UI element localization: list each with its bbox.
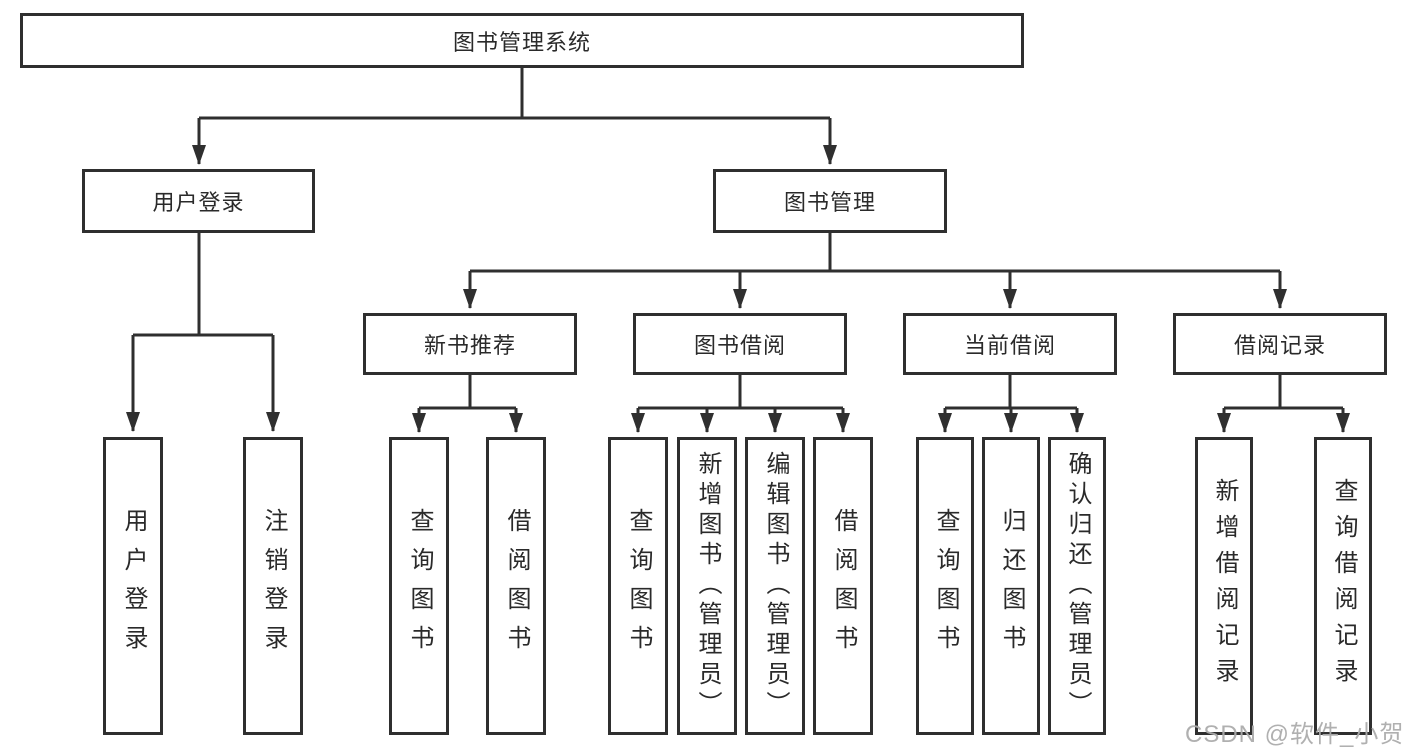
node-current-borrow: 当前借阅 [903, 313, 1117, 375]
leaf-label: 查询图书 [406, 508, 433, 664]
leaf-label: 确认归还（管理员） [1064, 451, 1091, 721]
leaf-label: 查询借阅记录 [1330, 478, 1357, 694]
node-borrow-records: 借阅记录 [1173, 313, 1387, 375]
leaf-label: 查询图书 [932, 508, 959, 664]
leaf-add-borrow-record: 新增借阅记录 [1195, 437, 1253, 735]
node-book-management-branch: 图书管理 [713, 169, 947, 233]
leaf-label: 归还图书 [998, 508, 1025, 664]
leaf-add-books-admin: 新增图书（管理员） [677, 437, 737, 735]
node-user-login-branch: 用户登录 [82, 169, 315, 233]
leaf-label: 用户登录 [120, 508, 147, 664]
leaf-query-books-current: 查询图书 [916, 437, 974, 735]
leaf-edit-books-admin: 编辑图书（管理员） [745, 437, 805, 735]
leaf-label: 新增图书（管理员） [694, 451, 721, 721]
leaf-label: 查询图书 [625, 508, 652, 664]
leaf-borrow-books-recommend: 借阅图书 [486, 437, 546, 735]
leaf-return-books: 归还图书 [982, 437, 1040, 735]
leaf-label: 借阅图书 [503, 508, 530, 664]
leaf-label: 注销登录 [260, 508, 287, 664]
leaf-query-books-borrow: 查询图书 [608, 437, 668, 735]
leaf-confirm-return-admin: 确认归还（管理员） [1048, 437, 1106, 735]
csdn-watermark: CSDN @软件_小贺同学 [1185, 721, 1405, 747]
node-root-system: 图书管理系统 [20, 13, 1024, 68]
leaf-label: 借阅图书 [830, 508, 857, 664]
node-book-borrow: 图书借阅 [633, 313, 847, 375]
leaf-borrow-books: 借阅图书 [813, 437, 873, 735]
leaf-label: 编辑图书（管理员） [762, 451, 789, 721]
leaf-logout: 注销登录 [243, 437, 303, 735]
leaf-query-books-recommend: 查询图书 [389, 437, 449, 735]
leaf-user-login: 用户登录 [103, 437, 163, 735]
leaf-label: 新增借阅记录 [1211, 478, 1238, 694]
node-new-book-recommend: 新书推荐 [363, 313, 577, 375]
leaf-query-borrow-record: 查询借阅记录 [1314, 437, 1372, 735]
